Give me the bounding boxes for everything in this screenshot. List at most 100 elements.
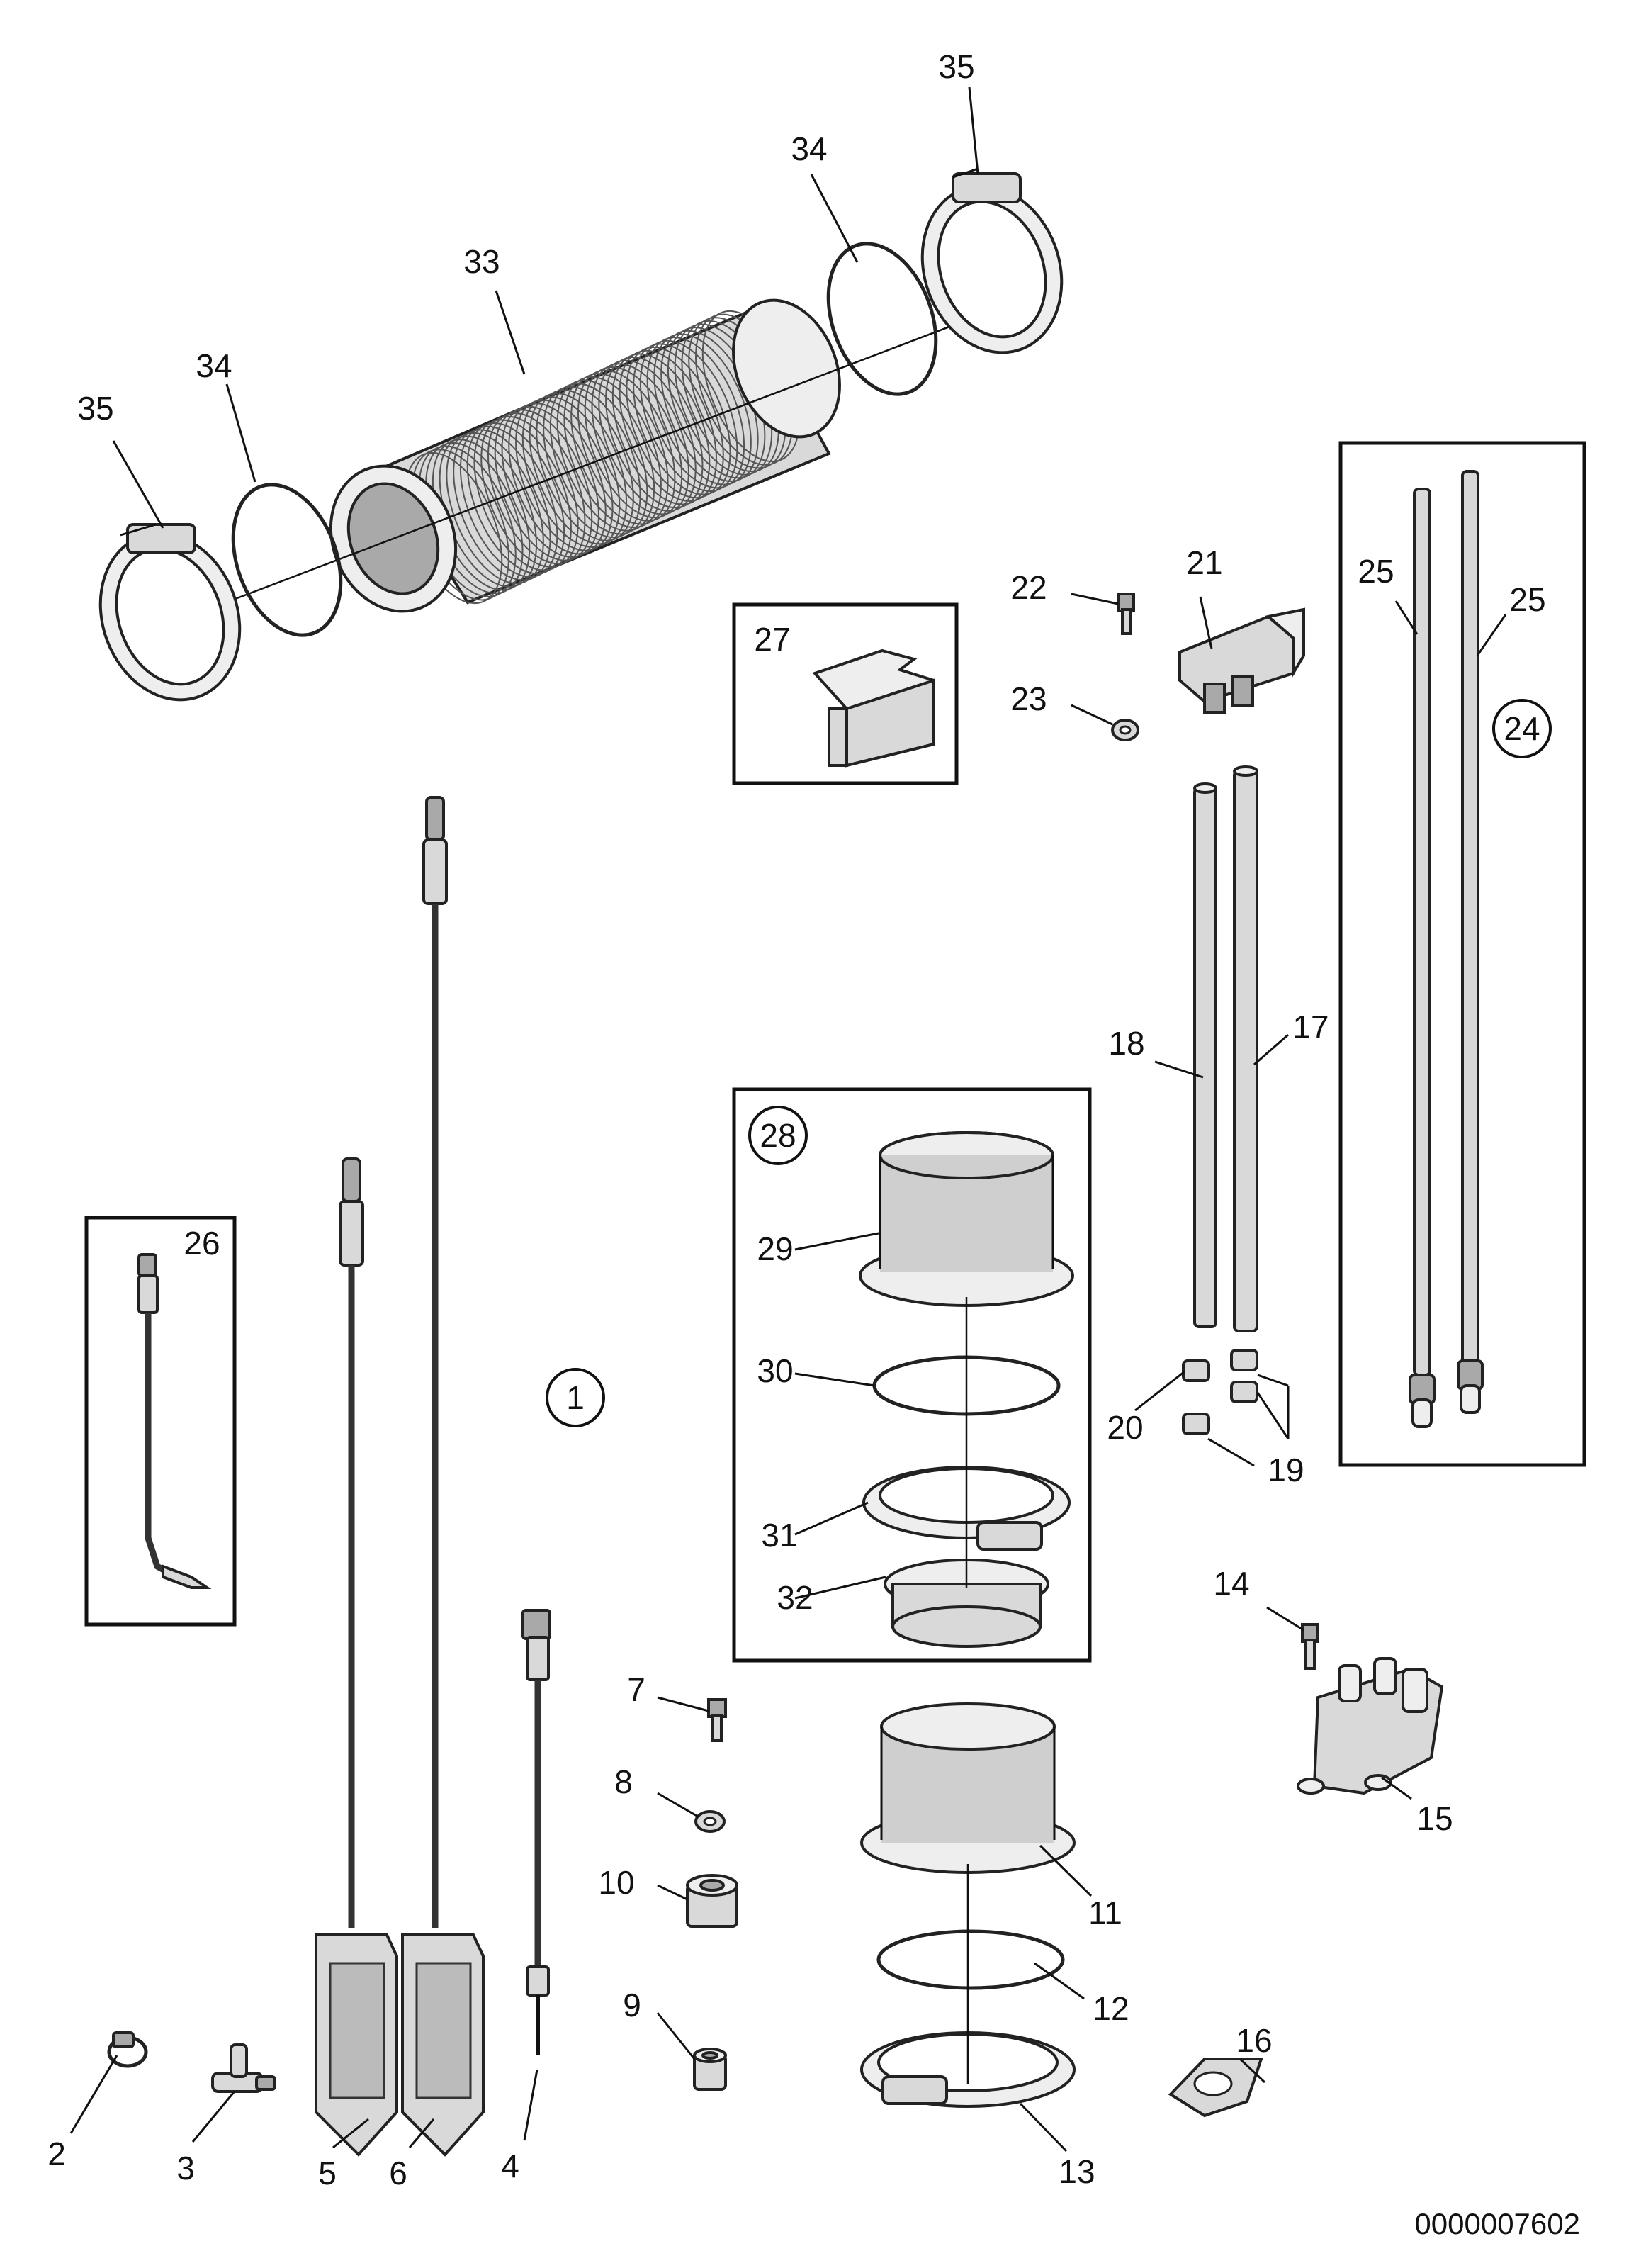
clips-19-20 <box>1182 1349 1258 1435</box>
label-21: 21 <box>1186 544 1222 581</box>
label-9: 9 <box>623 1987 641 2023</box>
label-8: 8 <box>614 1763 633 1800</box>
label-4: 4 <box>501 2148 519 2184</box>
label-19: 19 <box>1268 1452 1304 1488</box>
pipe-sleeve-29 <box>859 1131 1074 1307</box>
callout-circle-1 <box>546 1368 605 1427</box>
bellows-corrugation <box>626 347 724 499</box>
label-35-right: 35 <box>938 48 974 85</box>
bellows-corrugation <box>501 405 599 558</box>
label-25-right: 25 <box>1509 581 1545 618</box>
bellows-corrugation <box>453 429 551 581</box>
bellows-corrugation <box>556 379 655 532</box>
nox-sensor-6 <box>401 796 485 2157</box>
label-27: 27 <box>754 621 790 658</box>
label-33: 33 <box>463 243 500 280</box>
pipe-25-left <box>1409 488 1436 1428</box>
bellows-corrugation <box>611 353 711 505</box>
label-2: 2 <box>47 2135 66 2172</box>
label-11: 11 <box>1088 1894 1122 1931</box>
label-16: 16 <box>1236 2022 1272 2059</box>
drawing-number: 0000007602 <box>1414 2207 1580 2240</box>
label-5: 5 <box>318 2155 337 2191</box>
callout-circle-28 <box>748 1106 808 1165</box>
bushing-10 <box>686 1874 738 1928</box>
exhaust-temp-sensor-4 <box>521 1609 551 2055</box>
label-10: 10 <box>598 1864 634 1901</box>
label-17: 17 <box>1292 1009 1329 1045</box>
bellows-corrugation <box>446 432 544 585</box>
bolt-14 <box>1301 1623 1319 1670</box>
gasket-16 <box>1168 2058 1263 2118</box>
leader-lines <box>69 86 1507 2152</box>
label-6: 6 <box>389 2155 407 2191</box>
label-35-left: 35 <box>77 390 113 427</box>
kit-box-24 <box>1338 441 1586 1467</box>
nut-8 <box>694 1810 726 1833</box>
v-band-clamp-35-left <box>98 523 242 702</box>
label-28: 28 <box>760 1117 796 1154</box>
temperature-sensor-26 <box>137 1253 212 1589</box>
seal-ring-12 <box>876 1929 1065 1990</box>
bellows-corrugation <box>480 415 579 568</box>
pipe-18 <box>1193 782 1217 1328</box>
bellows-corrugation <box>639 339 738 492</box>
bellows-corrugation <box>570 373 669 525</box>
label-13: 13 <box>1059 2153 1095 2190</box>
bellows-corrugation <box>508 403 607 555</box>
label-30: 30 <box>757 1352 793 1389</box>
pipe-25-right <box>1457 470 1484 1414</box>
label-29: 29 <box>757 1230 793 1267</box>
bellows-corrugation <box>577 369 676 522</box>
label-34-left: 34 <box>196 347 232 384</box>
label-20: 20 <box>1107 1409 1143 1446</box>
bellows-corrugation <box>653 333 752 485</box>
t-connector-3 <box>211 2043 276 2093</box>
kit-box-28 <box>732 1087 1092 1663</box>
label-24: 24 <box>1504 710 1540 747</box>
bellows-corrugation <box>473 419 572 571</box>
label-32: 32 <box>777 1579 813 1616</box>
bellows-corrugation <box>563 376 662 529</box>
spacer-9 <box>693 2048 727 2091</box>
nut-23 <box>1111 719 1139 741</box>
label-3: 3 <box>176 2150 195 2186</box>
bellows-corrugation <box>487 412 586 565</box>
bellows-corrugation <box>494 409 593 561</box>
label-22: 22 <box>1010 569 1047 606</box>
bellows-corrugation <box>619 349 717 502</box>
part-labels: 1 2 3 5 6 4 7 8 10 9 11 12 13 14 15 16 1… <box>47 48 1580 2240</box>
bolt-22 <box>1117 593 1135 635</box>
label-34-right: 34 <box>791 130 827 167</box>
pipe-17 <box>1233 765 1258 1332</box>
bellows-corrugation <box>466 422 565 575</box>
bellows-pipe-33 <box>169 282 1064 625</box>
kit-box-27 <box>732 602 959 785</box>
label-12: 12 <box>1093 1990 1129 2027</box>
bellows-corrugation <box>584 366 683 519</box>
bellows-corrugation <box>459 425 558 578</box>
callout-circle-24 <box>1492 699 1552 758</box>
nox-sensor-5 <box>315 1157 398 2157</box>
label-18: 18 <box>1108 1025 1144 1062</box>
seal-ring-34-left <box>231 483 343 637</box>
bellows-corrugation <box>591 363 689 515</box>
bellows-corrugation <box>633 343 731 495</box>
bellows-corrugation <box>646 337 745 489</box>
label-1: 1 <box>566 1379 585 1416</box>
label-25-left: 25 <box>1358 553 1394 590</box>
label-15: 15 <box>1416 1800 1453 1837</box>
kit-box-26 <box>84 1216 237 1627</box>
label-7: 7 <box>627 1671 645 1708</box>
bracket-27 <box>812 649 935 768</box>
label-26: 26 <box>184 1225 220 1262</box>
pressure-sensor-21 <box>1178 607 1305 714</box>
pipe-sleeve-11 <box>860 1702 1076 1874</box>
seal-ring-34-right <box>826 242 938 396</box>
bolt-7 <box>707 1698 727 1742</box>
label-23: 23 <box>1010 680 1047 717</box>
label-14: 14 <box>1213 1565 1249 1602</box>
valve-body-15 <box>1297 1657 1444 1795</box>
v-band-clamp-35-right <box>920 167 1064 354</box>
